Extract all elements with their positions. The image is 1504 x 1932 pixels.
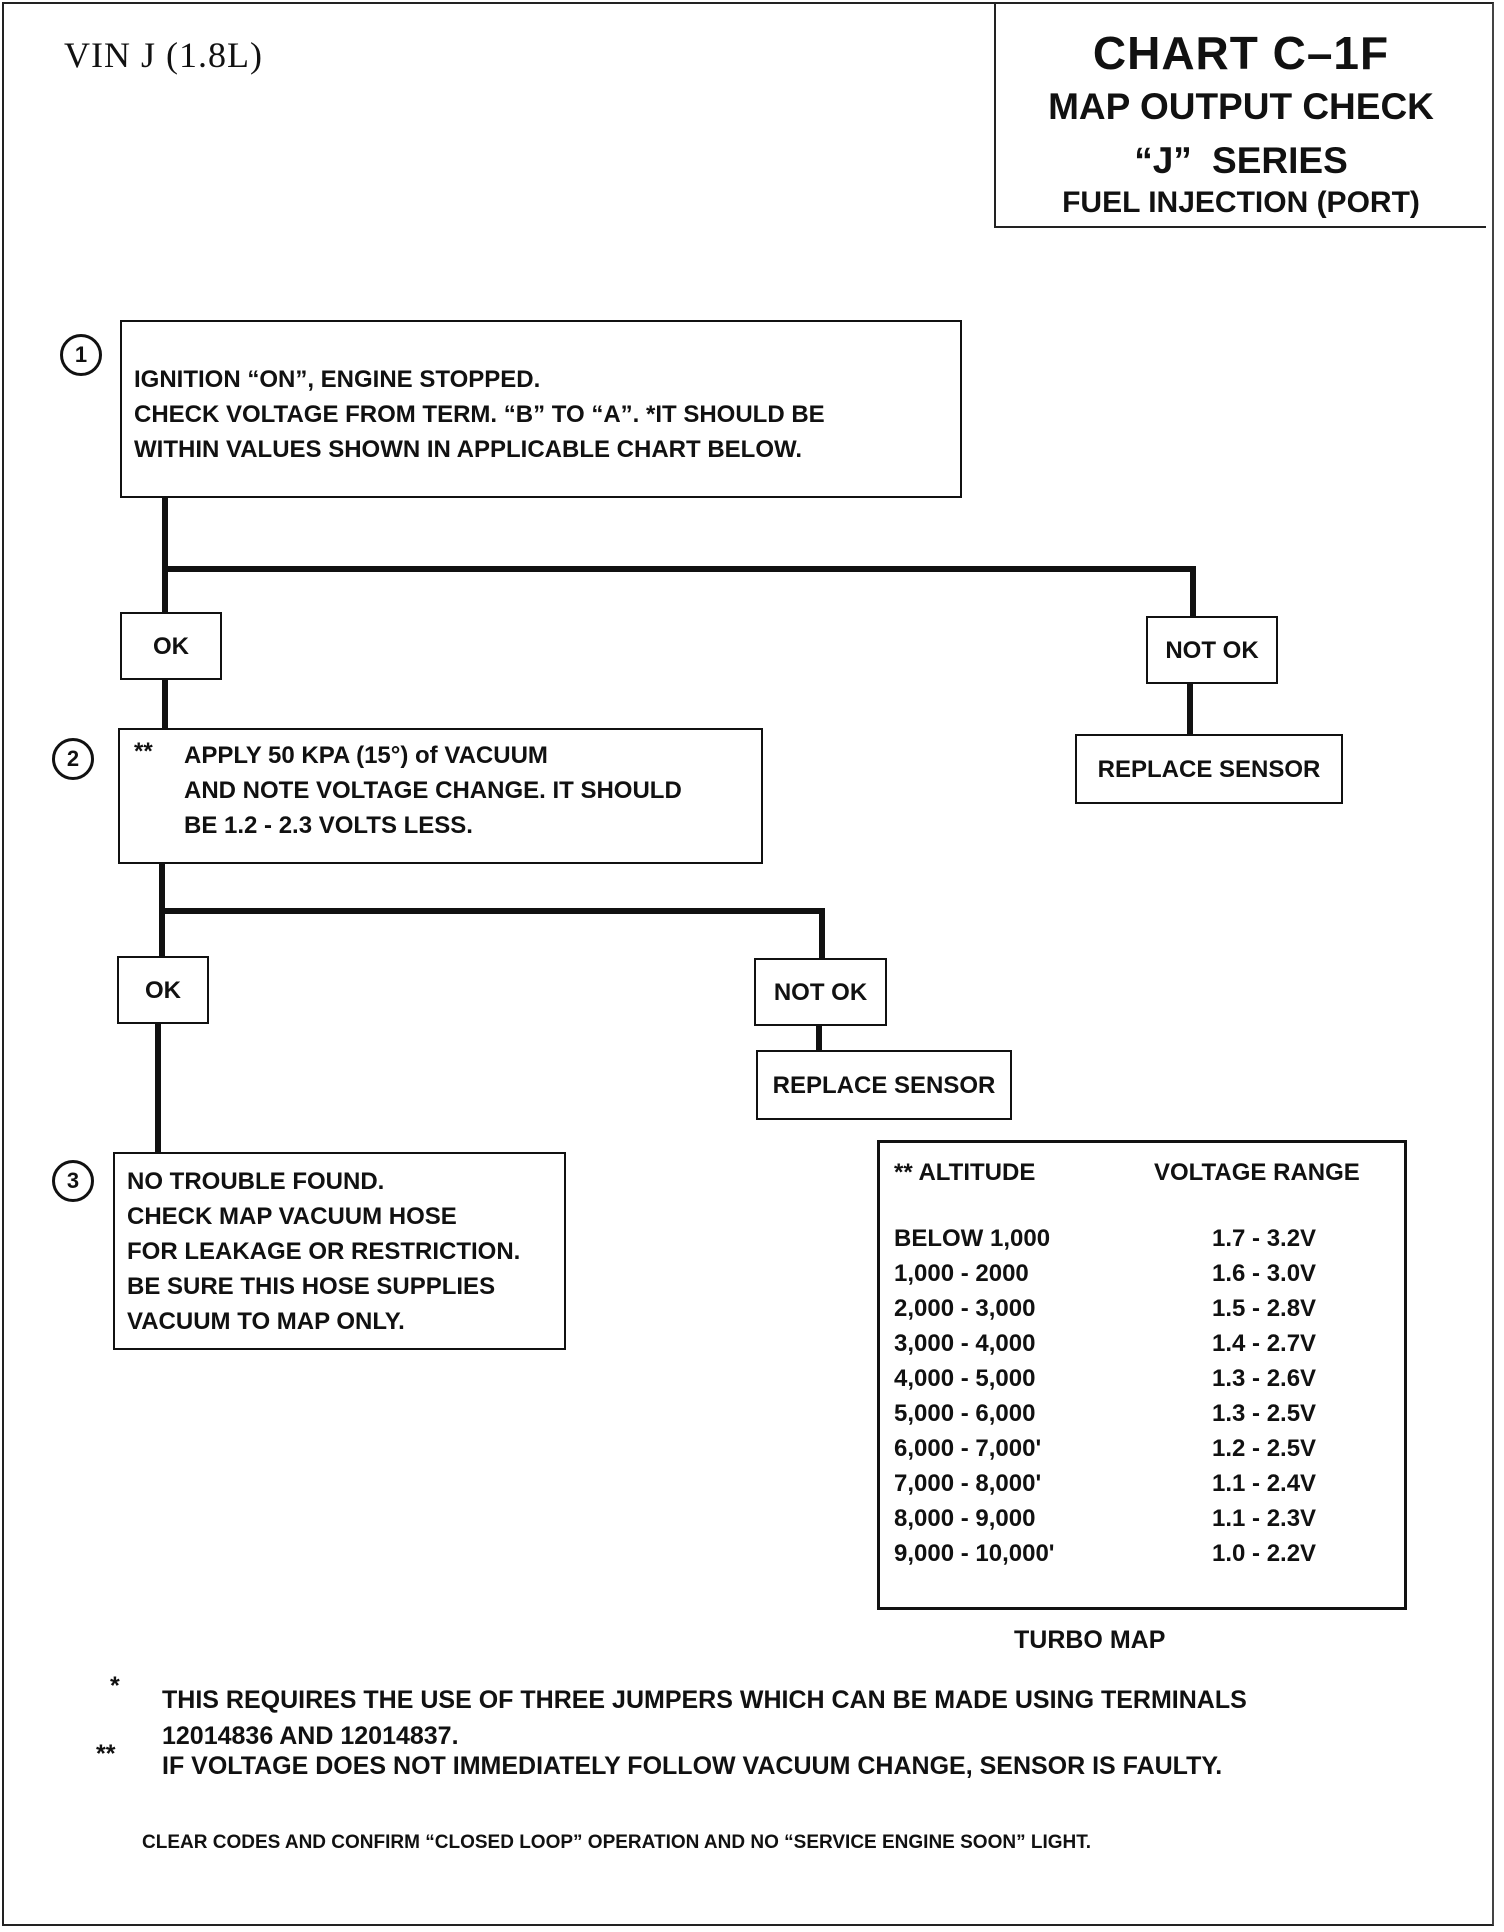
voltage-cell: 1.1 - 2.4V <box>1212 1470 1317 1497</box>
note1-text: THIS REQUIRES THE USE OF THREE JUMPERS W… <box>162 1686 1247 1750</box>
voltage-cell: 1.0 - 2.2V <box>1212 1540 1317 1567</box>
connector-notok1-to-replace <box>1187 682 1193 734</box>
table-row: 9,000 - 10,000' 1.0 - 2.2V <box>894 1540 1394 1574</box>
connector-notok2-to-replace <box>816 1024 822 1050</box>
step3-box: NO TROUBLE FOUND. CHECK MAP VACUUM HOSE … <box>113 1152 566 1350</box>
table-row: BELOW 1,000 1.7 - 3.2V <box>894 1225 1394 1259</box>
step1-box: IGNITION “ON”, ENGINE STOPPED. CHECK VOL… <box>120 320 962 498</box>
table-caption: TURBO MAP <box>1014 1626 1166 1654</box>
step1-not-ok-box: NOT OK <box>1146 616 1278 684</box>
altitude-cell: 1,000 - 2000 <box>894 1260 1029 1287</box>
altitude-cell: 7,000 - 8,000' <box>894 1470 1042 1497</box>
altitude-cell: 2,000 - 3,000 <box>894 1295 1036 1322</box>
connector-ok2-to-step3 <box>155 1022 161 1154</box>
altitude-cell: 5,000 - 6,000 <box>894 1400 1036 1427</box>
step1-ok-box: OK <box>120 612 222 680</box>
step2-text: APPLY 50 KPA (15°) of VACUUM AND NOTE VO… <box>184 742 682 839</box>
step-number-3: 3 <box>52 1160 94 1202</box>
step2-box: ** APPLY 50 KPA (15°) of VACUUM AND NOTE… <box>118 728 763 864</box>
table-row: 2,000 - 3,000 1.5 - 2.8V <box>894 1295 1394 1329</box>
voltage-cell: 1.3 - 2.6V <box>1212 1365 1317 1392</box>
step2-replace-sensor-box: REPLACE SENSOR <box>756 1050 1012 1120</box>
altitude-cell: 3,000 - 4,000 <box>894 1330 1036 1357</box>
table-row: 7,000 - 8,000' 1.1 - 2.4V <box>894 1470 1394 1504</box>
step-number-2: 2 <box>52 738 94 780</box>
chart-title: CHART C–1F <box>1092 27 1390 79</box>
voltage-cell: 1.7 - 3.2V <box>1212 1225 1317 1252</box>
note2-marker: ** <box>96 1740 116 1768</box>
chart-system: FUEL INJECTION (PORT) <box>1062 186 1420 219</box>
voltage-cell: 1.6 - 3.0V <box>1212 1260 1317 1287</box>
voltage-cell: 1.1 - 2.3V <box>1212 1505 1317 1532</box>
step2-not-ok-box: NOT OK <box>754 958 887 1026</box>
altitude-cell: 9,000 - 10,000' <box>894 1540 1055 1567</box>
table-row: 3,000 - 4,000 1.4 - 2.7V <box>894 1330 1394 1364</box>
chart-title-box: CHART C–1F MAP OUTPUT CHECK “J” SERIES F… <box>994 4 1486 228</box>
altitude-voltage-table: ** ALTITUDE VOLTAGE RANGE BELOW 1,000 1.… <box>877 1140 1407 1610</box>
table-row: 6,000 - 7,000' 1.2 - 2.5V <box>894 1435 1394 1469</box>
altitude-cell: BELOW 1,000 <box>894 1225 1051 1252</box>
altitude-cell: 8,000 - 9,000 <box>894 1505 1036 1532</box>
step2-ok-box: OK <box>117 956 209 1024</box>
altitude-cell: 6,000 - 7,000' <box>894 1435 1042 1462</box>
step2-marker: ** <box>134 738 153 765</box>
altitude-cell: 4,000 - 5,000 <box>894 1365 1036 1392</box>
table-row: 4,000 - 5,000 1.3 - 2.6V <box>894 1365 1394 1399</box>
voltage-cell: 1.2 - 2.5V <box>1212 1435 1317 1462</box>
voltage-cell: 1.5 - 2.8V <box>1212 1295 1317 1322</box>
connector-ok1-to-step2 <box>162 677 168 729</box>
col-header-voltage-range: VOLTAGE RANGE <box>1154 1159 1360 1186</box>
table-row: 8,000 - 9,000 1.1 - 2.3V <box>894 1505 1394 1539</box>
vin-label: VIN J (1.8L) <box>64 35 263 75</box>
footer-instruction: CLEAR CODES AND CONFIRM “CLOSED LOOP” OP… <box>142 1832 1092 1853</box>
step1-replace-sensor-box: REPLACE SENSOR <box>1075 734 1343 804</box>
connector-step2-branch <box>159 908 825 914</box>
chart-subtitle: MAP OUTPUT CHECK <box>1048 86 1434 127</box>
table-row: 1,000 - 2000 1.6 - 3.0V <box>894 1260 1394 1294</box>
step-number-1: 1 <box>60 334 102 376</box>
chart-series: “J” SERIES <box>1134 140 1348 181</box>
connector-step2-notok-down <box>819 908 825 958</box>
note1-marker: * <box>110 1672 120 1700</box>
voltage-cell: 1.4 - 2.7V <box>1212 1330 1317 1357</box>
note2-text: IF VOLTAGE DOES NOT IMMEDIATELY FOLLOW V… <box>162 1752 1223 1780</box>
col-header-altitude: ** ALTITUDE <box>894 1159 1036 1186</box>
connector-step1-down <box>162 497 168 612</box>
connector-step1-branch <box>162 566 1196 572</box>
table-row: 5,000 - 6,000 1.3 - 2.5V <box>894 1400 1394 1434</box>
voltage-cell: 1.3 - 2.5V <box>1212 1400 1317 1427</box>
connector-step1-notok-down <box>1190 566 1196 616</box>
